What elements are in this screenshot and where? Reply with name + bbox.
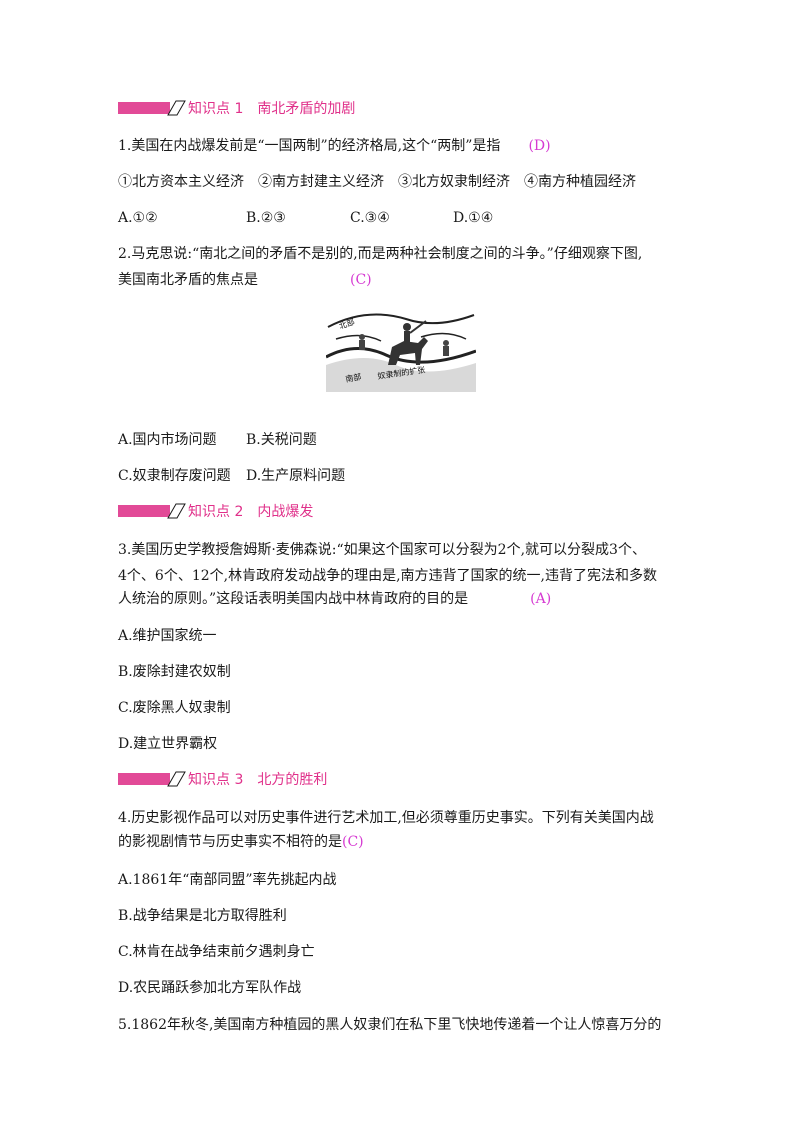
- answer-mark: (A): [530, 591, 552, 607]
- banner-bar: [118, 505, 170, 517]
- banner-bar: [118, 773, 170, 785]
- question-4-stem-line2: 的影视剧情节与历史事实不相符的是(C): [118, 832, 364, 852]
- question-text: 1.美国在内战爆发前是“一国两制”的经济格局,这个“两制”是指: [118, 138, 501, 154]
- question-5-stem-line1: 5.1862年秋冬,美国南方种植园的黑人奴隶们在私下里飞快地传递着一个让人惊喜万…: [118, 1017, 662, 1033]
- figure-label-south: 南部: [345, 371, 362, 384]
- option: A.①②: [118, 210, 158, 226]
- answer-mark: (C): [342, 834, 364, 850]
- question-3-stem-line1: 3.美国历史学教授詹姆斯·麦佛森说:“如果这个国家可以分裂为2个,就可以分裂成3…: [118, 542, 646, 558]
- question-text: 的影视剧情节与历史事实不相符的是: [118, 834, 342, 850]
- option: B.关税问题: [246, 432, 317, 448]
- option: B.②③: [246, 210, 286, 226]
- section-label: 知识点 2 内战爆发: [188, 504, 314, 520]
- answer-mark: (C): [350, 272, 372, 288]
- option: A.1861年“南部同盟”率先挑起内战: [118, 872, 337, 888]
- section-label: 知识点 1 南北矛盾的加剧: [188, 101, 356, 117]
- question-3-stem-line3: 人统治的原则。”这段话表明美国内战中林肯政府的目的是 (A): [118, 589, 551, 609]
- option: A.国内市场问题: [118, 432, 217, 448]
- banner-slash-icon: [167, 771, 186, 787]
- slavery-expansion-cartoon: 北部 南部 奴隶制的扩张: [326, 313, 476, 392]
- section-banner-3: 知识点 3 北方的胜利: [118, 770, 327, 788]
- figure-label-north: 北部: [338, 316, 356, 330]
- option: D.生产原料问题: [246, 468, 346, 484]
- banner-slash-icon: [167, 100, 186, 116]
- question-text: 美国南北矛盾的焦点是: [118, 272, 258, 288]
- option: C.林肯在战争结束前夕遇刺身亡: [118, 944, 315, 960]
- section-label: 知识点 3 北方的胜利: [188, 772, 328, 788]
- option: B.废除封建农奴制: [118, 664, 231, 680]
- banner-bar: [118, 102, 170, 114]
- question-2-stem-line2: 美国南北矛盾的焦点是 (C): [118, 270, 372, 290]
- option: C.③④: [350, 210, 390, 226]
- option: A.维护国家统一: [118, 628, 217, 644]
- question-1-stem: 1.美国在内战爆发前是“一国两制”的经济格局,这个“两制”是指 (D): [118, 136, 551, 156]
- question-4-stem-line1: 4.历史影视作品可以对历史事件进行艺术加工,但必须尊重历史事实。下列有关美国内战: [118, 810, 654, 826]
- answer-mark: (D): [528, 138, 551, 154]
- banner-slash-icon: [167, 503, 186, 519]
- option: D.①④: [453, 210, 494, 226]
- option: D.农民踊跃参加北方军队作战: [118, 980, 302, 996]
- option: D.建立世界霸权: [118, 736, 218, 752]
- option: C.废除黑人奴隶制: [118, 700, 231, 716]
- question-2-stem-line1: 2.马克思说:“南北之间的矛盾不是别的,而是两种社会制度之间的斗争。”仔细观察下…: [118, 246, 643, 262]
- section-banner-1: 知识点 1 南北矛盾的加剧: [118, 99, 355, 117]
- question-3-stem-line2: 4个、6个、12个,林肯政府发动战争的理由是,南方违背了国家的统一,违背了宪法和…: [118, 568, 657, 584]
- option: C.奴隶制存废问题: [118, 468, 231, 484]
- question-text: 人统治的原则。”这段话表明美国内战中林肯政府的目的是: [118, 591, 469, 607]
- question-1-items: ①北方资本主义经济 ②南方封建主义经济 ③北方奴隶制经济 ④南方种植园经济: [118, 174, 636, 190]
- option: B.战争结果是北方取得胜利: [118, 908, 287, 924]
- section-banner-2: 知识点 2 内战爆发: [118, 502, 313, 520]
